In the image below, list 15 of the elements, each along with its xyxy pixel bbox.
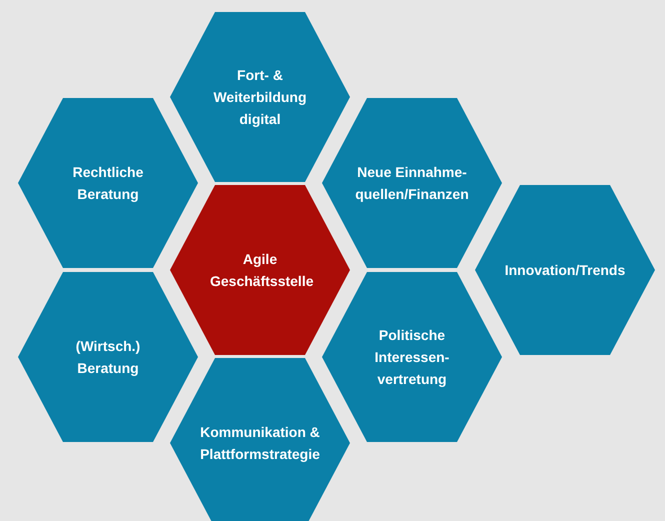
hexagon-tile [322,272,502,442]
hexagon-tile [18,272,198,442]
hexagon-label: Politische Interessen- vertretung [374,326,450,389]
hexagon-label: Rechtliche Beratung [72,163,144,204]
hexagon-label: Kommunikation & Plattformstrategie [199,423,321,464]
hexagon-label: Fort- & Weiterbildung digital [212,66,308,129]
hexagon-label: (Wirtsch.) Beratung [74,337,142,378]
hexagon-label: Neue Einnahme- quellen/Finanzen [354,163,470,204]
hexagon-label: Innovation/Trends [504,261,626,280]
hexagon-tile [170,358,350,521]
hexagon-tile [18,98,198,268]
hexagon-tile [475,185,655,355]
hexagon-tile [170,12,350,182]
hexagon-tile [170,185,350,355]
hexagon-tile [322,98,502,268]
